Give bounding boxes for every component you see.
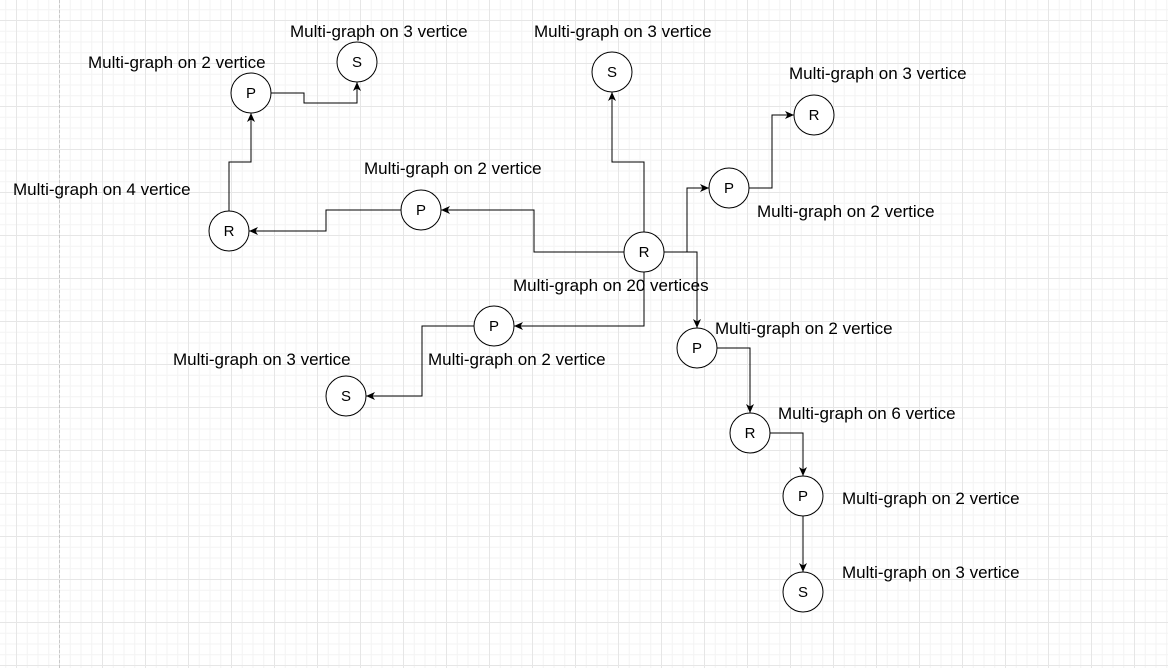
edge-p-lower-left-to-s-lower-left	[366, 325, 474, 400]
node-circle	[336, 41, 378, 83]
edge-p-top-left-to-s-top-left	[271, 82, 361, 104]
node-label-s-bottom: Multi-graph on 3 vertice	[842, 563, 1020, 582]
node-circle	[623, 231, 665, 273]
node-label-p-lower-right: Multi-graph on 2 vertice	[715, 319, 893, 338]
node-letter: P	[246, 85, 256, 102]
node-s-bottom[interactable]: S	[782, 571, 824, 613]
node-letter: P	[416, 202, 426, 219]
node-s-top-mid[interactable]: S	[591, 51, 633, 93]
node-circle	[473, 305, 515, 347]
node-letter: S	[798, 584, 808, 601]
node-label-p-mid-left: Multi-graph on 2 vertice	[364, 159, 542, 178]
page-guide-line	[59, 0, 60, 668]
edge-p-mid-left-to-r-left	[249, 209, 401, 235]
edge-r-lower-right-to-p-bottom	[770, 432, 807, 476]
node-letter: P	[798, 488, 808, 505]
node-letter: R	[224, 223, 235, 240]
edge-p-lower-right-to-r-lower-right	[717, 347, 754, 413]
node-p-lower-left[interactable]: P	[473, 305, 515, 347]
edge-root-to-p-lower-right	[664, 251, 701, 328]
node-label-p-top-left: Multi-graph on 2 vertice	[88, 53, 266, 72]
node-circle	[782, 475, 824, 517]
node-circle	[782, 571, 824, 613]
node-letter: R	[639, 244, 650, 261]
node-letter: R	[745, 425, 756, 442]
node-letter: P	[724, 180, 734, 197]
node-p-bottom[interactable]: P	[782, 475, 824, 517]
node-letter: P	[489, 318, 499, 335]
node-circle	[400, 189, 442, 231]
node-circle	[793, 94, 835, 136]
node-label-r-top-right: Multi-graph on 3 vertice	[789, 64, 967, 83]
node-label-r-lower-right: Multi-graph on 6 vertice	[778, 404, 956, 423]
node-label-p-upper-right: Multi-graph on 2 vertice	[757, 202, 935, 221]
node-circle	[230, 72, 272, 114]
node-label-p-lower-left: Multi-graph on 2 vertice	[428, 350, 606, 369]
node-circle	[591, 51, 633, 93]
node-r-left[interactable]: R	[208, 210, 250, 252]
node-letter: S	[352, 54, 362, 71]
node-p-mid-left[interactable]: P	[400, 189, 442, 231]
node-label-s-lower-left: Multi-graph on 3 vertice	[173, 350, 351, 369]
edge-root-to-s-top-mid	[608, 92, 645, 232]
node-label-s-top-left: Multi-graph on 3 vertice	[290, 22, 468, 41]
edge-root-to-p-lower-left	[514, 272, 645, 330]
node-circle	[729, 412, 771, 454]
node-root[interactable]: R	[623, 231, 665, 273]
node-label-s-top-mid: Multi-graph on 3 vertice	[534, 22, 712, 41]
edge-root-to-p-mid-left	[441, 206, 624, 253]
node-r-lower-right[interactable]: R	[729, 412, 771, 454]
edge-r-left-to-p-top-left	[228, 113, 255, 211]
node-s-lower-left[interactable]: S	[325, 375, 367, 417]
node-p-top-left[interactable]: P	[230, 72, 272, 114]
edge-root-to-p-upper-right	[664, 184, 709, 253]
node-label-p-bottom: Multi-graph on 2 vertice	[842, 489, 1020, 508]
node-letter: S	[341, 388, 351, 405]
node-p-upper-right[interactable]: P	[708, 167, 750, 209]
node-label-root: Multi-graph on 20 vertices	[513, 276, 709, 295]
nodes-layer: R S P R P R P S P S P R P S	[208, 41, 835, 613]
node-p-lower-right[interactable]: P	[676, 327, 718, 369]
node-circle	[325, 375, 367, 417]
node-label-r-left: Multi-graph on 4 vertice	[13, 180, 191, 199]
node-letter: R	[809, 107, 820, 124]
node-r-top-right[interactable]: R	[793, 94, 835, 136]
node-circle	[676, 327, 718, 369]
node-circle	[208, 210, 250, 252]
node-letter: S	[607, 64, 617, 81]
node-s-top-left[interactable]: S	[336, 41, 378, 83]
node-letter: P	[692, 340, 702, 357]
node-circle	[708, 167, 750, 209]
edges-layer	[228, 82, 807, 572]
edge-p-upper-right-to-r-top-right	[749, 111, 794, 189]
